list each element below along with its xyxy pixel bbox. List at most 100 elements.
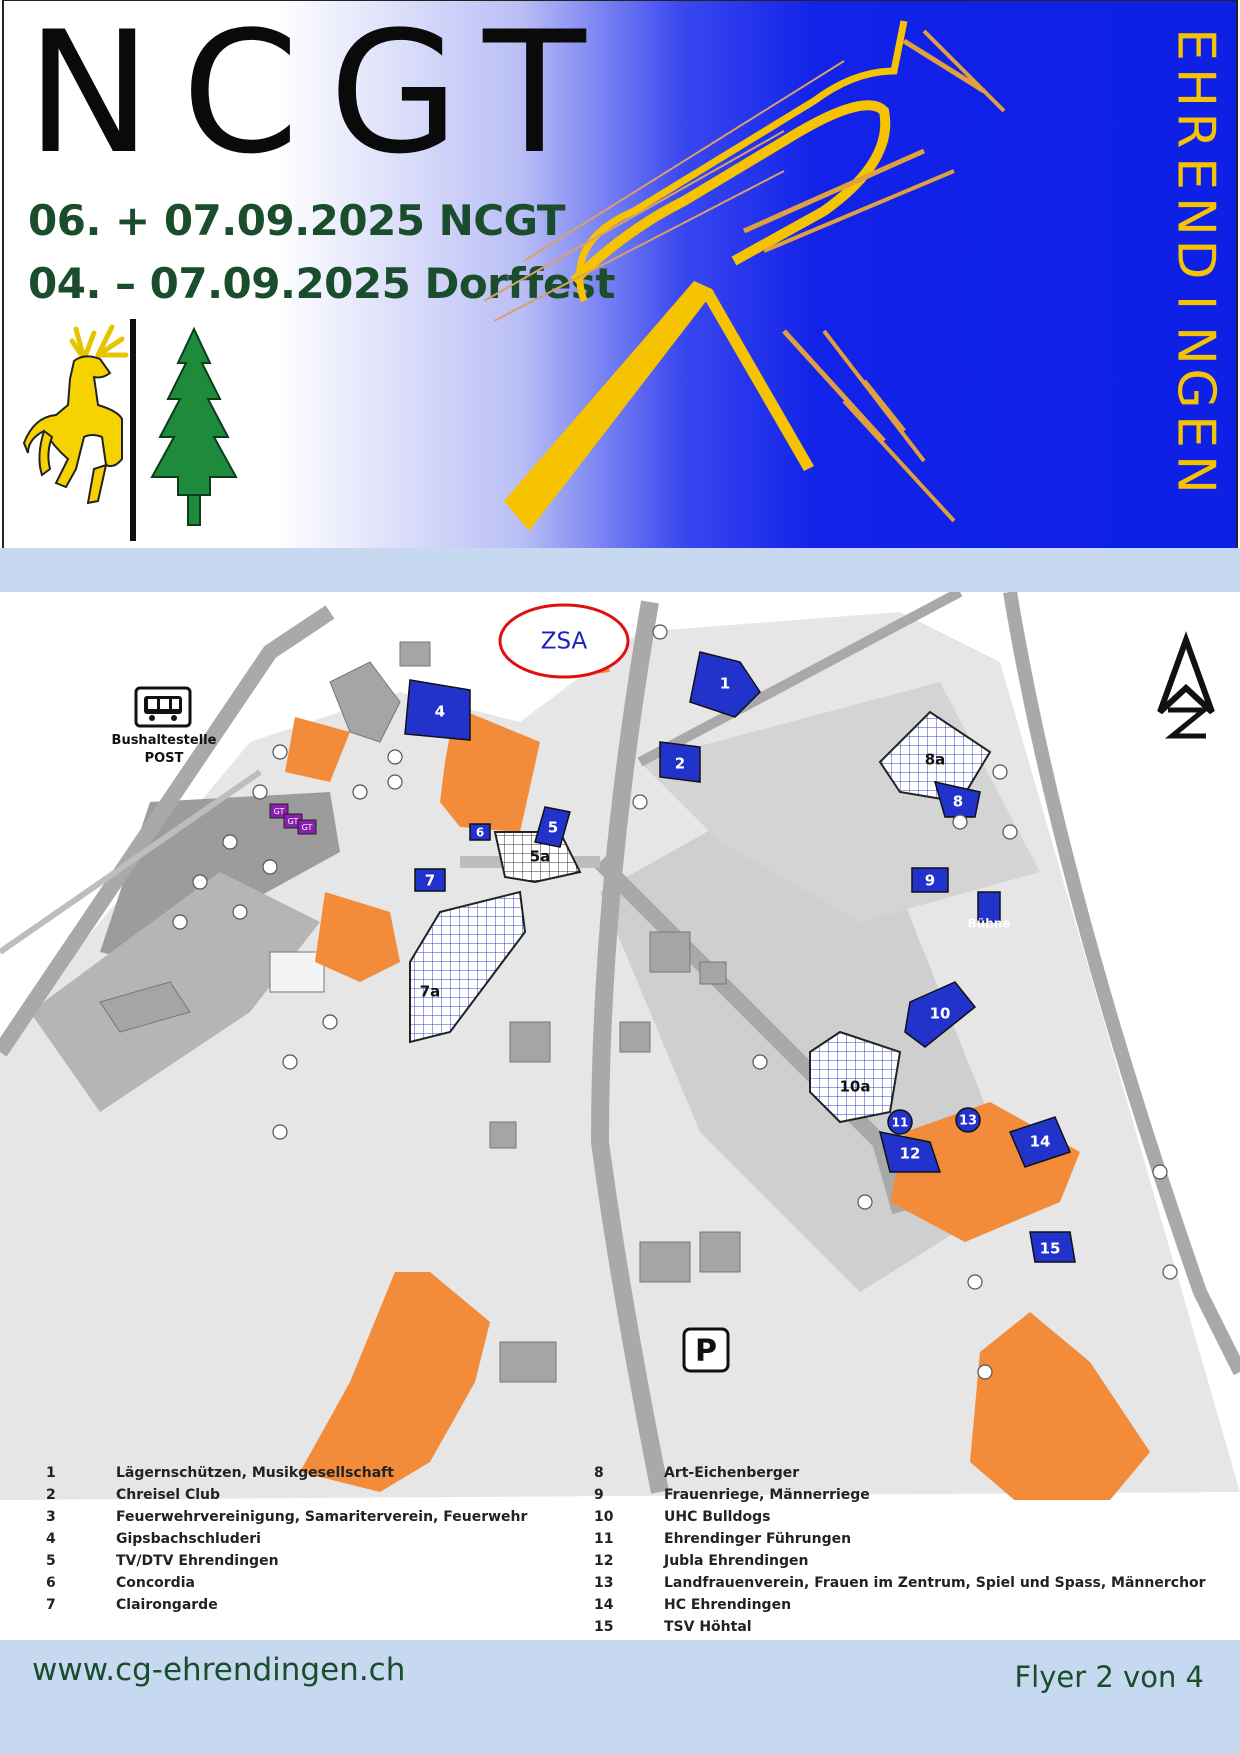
legend-name: Frauenriege, Männerriege — [664, 1487, 870, 1503]
header-banner: NCGT 06. + 07.09.2025 NCGT 04. – 07.09.2… — [2, 0, 1238, 548]
stand-9[interactable] — [911, 867, 949, 893]
stand-label-10: 10 — [930, 1005, 951, 1023]
legend-row: 15 TSV Höhtal — [594, 1616, 1154, 1638]
fir-tree-icon — [150, 326, 238, 526]
stand-label-11: 11 — [892, 1116, 909, 1130]
legend-name: UHC Bulldogs — [664, 1509, 771, 1525]
stand-15[interactable] — [1029, 1231, 1076, 1263]
area-label-5a: 5a — [530, 848, 551, 866]
legend-number: 10 — [594, 1509, 614, 1525]
legend-row: 2 Chreisel Club — [46, 1484, 606, 1506]
side-word-letter: N — [1165, 455, 1226, 494]
legend-number: 2 — [46, 1487, 56, 1503]
other-buildings — [99, 641, 741, 1383]
legend-name: Gipsbachschluderi — [116, 1531, 261, 1547]
legend-name: TSV Höhtal — [664, 1619, 752, 1635]
legend-row: 8 Art-Eichenberger — [594, 1462, 1154, 1484]
stand-2[interactable] — [659, 741, 701, 783]
gt-label-2: GT — [288, 817, 299, 826]
area-label-7a: 7a — [420, 983, 441, 1001]
legend-number: 4 — [46, 1531, 56, 1547]
stand-7[interactable] — [414, 868, 446, 892]
legend-row: 3 Feuerwehrvereinigung, Samariterverein, … — [46, 1506, 606, 1528]
legend-row: 12 Jubla Ehrendingen — [594, 1550, 1154, 1572]
stand-stage[interactable] — [977, 891, 1001, 923]
parking-icon: P — [682, 1327, 730, 1373]
stand-label-12: 12 — [900, 1145, 921, 1163]
legend-number: 5 — [46, 1553, 56, 1569]
north-arrow-icon — [1157, 631, 1215, 739]
legend-name: Concordia — [116, 1575, 195, 1591]
stand-label-7: 7 — [425, 872, 435, 890]
date-dorffest: 04. – 07.09.2025 Dorffest — [28, 259, 616, 308]
municipal-crest — [22, 319, 238, 541]
flyer-page-indicator: Flyer 2 von 4 — [1014, 1660, 1204, 1694]
stand-labels: 1 2 3 4 5 6 7 8 9 10 11 12 13 14 15 Bühn… — [425, 647, 1061, 1258]
legend-row: 4 Gipsbachschluderi — [46, 1528, 606, 1550]
area-7a — [409, 890, 527, 1044]
legend-name: Landfrauenverein, Frauen im Zentrum, Spi… — [664, 1575, 1206, 1591]
legend-number: 15 — [594, 1619, 614, 1635]
stand-13[interactable] — [955, 1107, 981, 1133]
stand-label-2: 2 — [675, 755, 685, 773]
crest-divider — [130, 319, 136, 541]
stand-label-5: 5 — [548, 819, 558, 837]
stand-14[interactable] — [1008, 1116, 1072, 1168]
legend-number: 13 — [594, 1575, 614, 1591]
stand-8[interactable] — [933, 780, 981, 818]
legend-number: 3 — [46, 1509, 56, 1525]
bus-icon — [134, 686, 192, 728]
top-band — [0, 548, 1240, 592]
festival-site-map: 5a 7a 8a 10a 1 2 3 4 5 6 7 8 9 10 11 12 … — [0, 592, 1240, 1500]
stand-label-15: 15 — [1040, 1240, 1061, 1258]
parking-label: P — [695, 1334, 717, 1369]
legend-number: 6 — [46, 1575, 56, 1591]
legend-name: Chreisel Club — [116, 1487, 221, 1503]
legend-name: Ehrendinger Führungen — [664, 1531, 852, 1547]
legend-row: 5 TV/DTV Ehrendingen — [46, 1550, 606, 1572]
legend-number: 9 — [594, 1487, 604, 1503]
legend-name: Jubla Ehrendingen — [664, 1553, 809, 1569]
tree-icon — [172, 624, 1178, 1380]
area-10a — [809, 1030, 902, 1124]
area-label-10a: 10a — [840, 1078, 871, 1096]
legend-row: 13 Landfrauenverein, Frauen im Zentrum, S… — [594, 1572, 1206, 1594]
stand-1[interactable] — [689, 651, 761, 718]
stage-label: Bühne — [968, 917, 1011, 931]
legend-name: HC Ehrendingen — [664, 1597, 792, 1613]
zsa-label: ZSA — [541, 629, 588, 655]
stand-5[interactable] — [534, 806, 571, 848]
area-label-8a: 8a — [925, 751, 946, 769]
gt-markers: GT GT GT — [269, 803, 317, 835]
area-8a — [878, 710, 992, 804]
bus-stop-sub: POST — [145, 751, 184, 766]
stand-10[interactable] — [904, 981, 977, 1048]
legend-name: Art-Eichenberger — [664, 1465, 800, 1481]
stand-12[interactable] — [878, 1131, 942, 1173]
legend-row: 14 HC Ehrendingen — [594, 1594, 1154, 1616]
footer-band — [0, 1640, 1240, 1754]
stand-label-13: 13 — [959, 1114, 977, 1129]
legend-name: TV/DTV Ehrendingen — [116, 1553, 279, 1569]
stand-label-1: 1 — [720, 675, 730, 693]
stands — [404, 651, 1076, 1263]
stand-6[interactable] — [469, 823, 491, 841]
legend-number: 12 — [594, 1553, 614, 1569]
stand-4[interactable] — [404, 679, 471, 741]
stand-11[interactable] — [887, 1109, 913, 1135]
legend-number: 14 — [594, 1597, 614, 1613]
legend-name: Feuerwehrvereinigung, Samariterverein, F… — [116, 1509, 528, 1525]
stand-label-6: 6 — [476, 826, 484, 840]
legend-row: 9 Frauenriege, Männerriege — [594, 1484, 1154, 1506]
event-areas — [409, 710, 992, 1124]
stand-label-4: 4 — [435, 703, 445, 721]
legend-number: 8 — [594, 1465, 604, 1481]
legend-number: 11 — [594, 1531, 614, 1547]
legend-row: 10 UHC Bulldogs — [594, 1506, 1154, 1528]
legend-number: 7 — [46, 1597, 56, 1613]
website-link[interactable]: www.cg-ehrendingen.ch — [32, 1652, 406, 1688]
stand-label-14: 14 — [1030, 1133, 1051, 1151]
